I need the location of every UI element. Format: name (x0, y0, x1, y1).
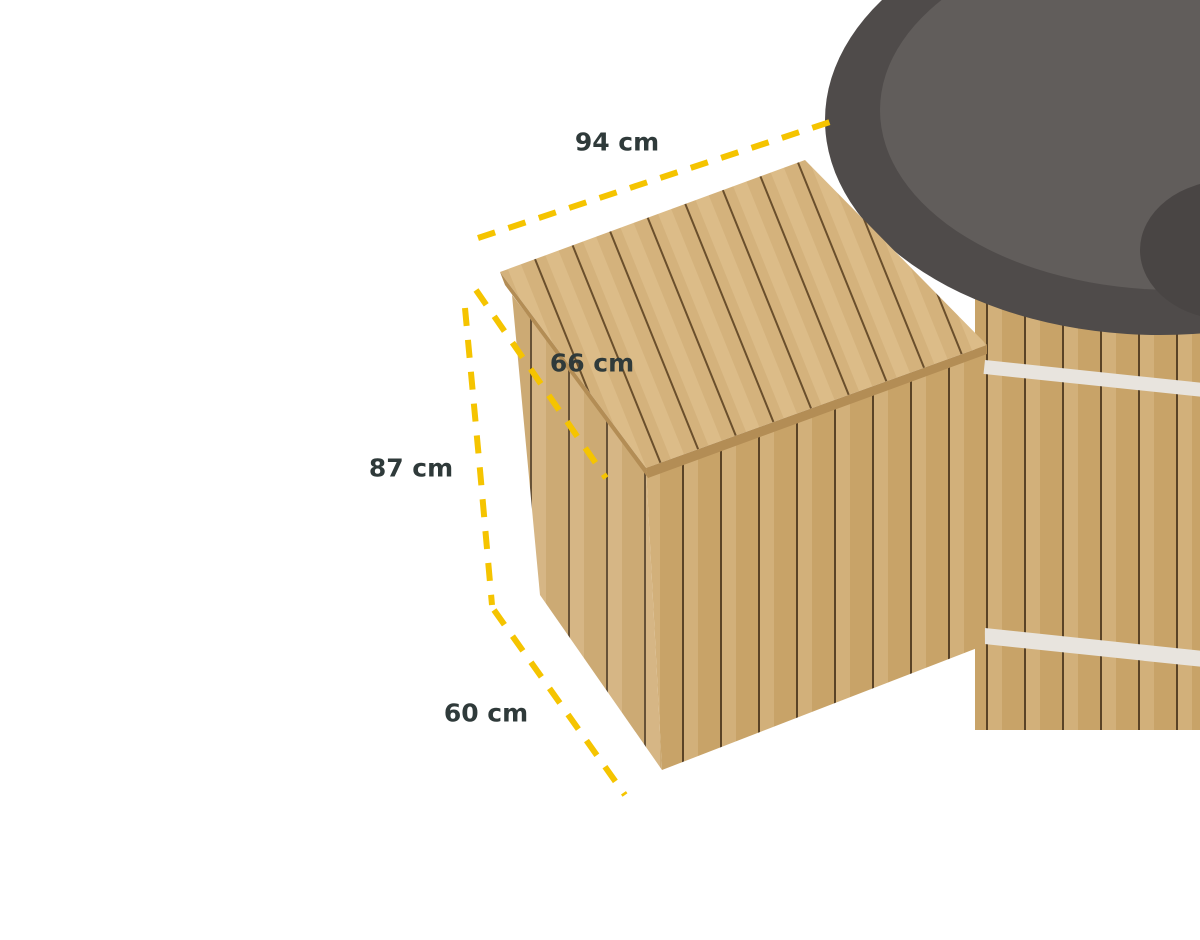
width-label: 94 cm (574, 127, 660, 157)
dimension-line-height (462, 307, 495, 606)
dimension-line-depth-bottom (491, 608, 628, 797)
hot-tub (825, 0, 1200, 730)
dimension-line-depth-top (473, 288, 609, 480)
depth-top-label: 66 cm (549, 348, 635, 378)
height-label: 87 cm (368, 453, 454, 483)
wooden-step-box (500, 160, 987, 770)
depth-bottom-label: 60 cm (443, 698, 529, 728)
